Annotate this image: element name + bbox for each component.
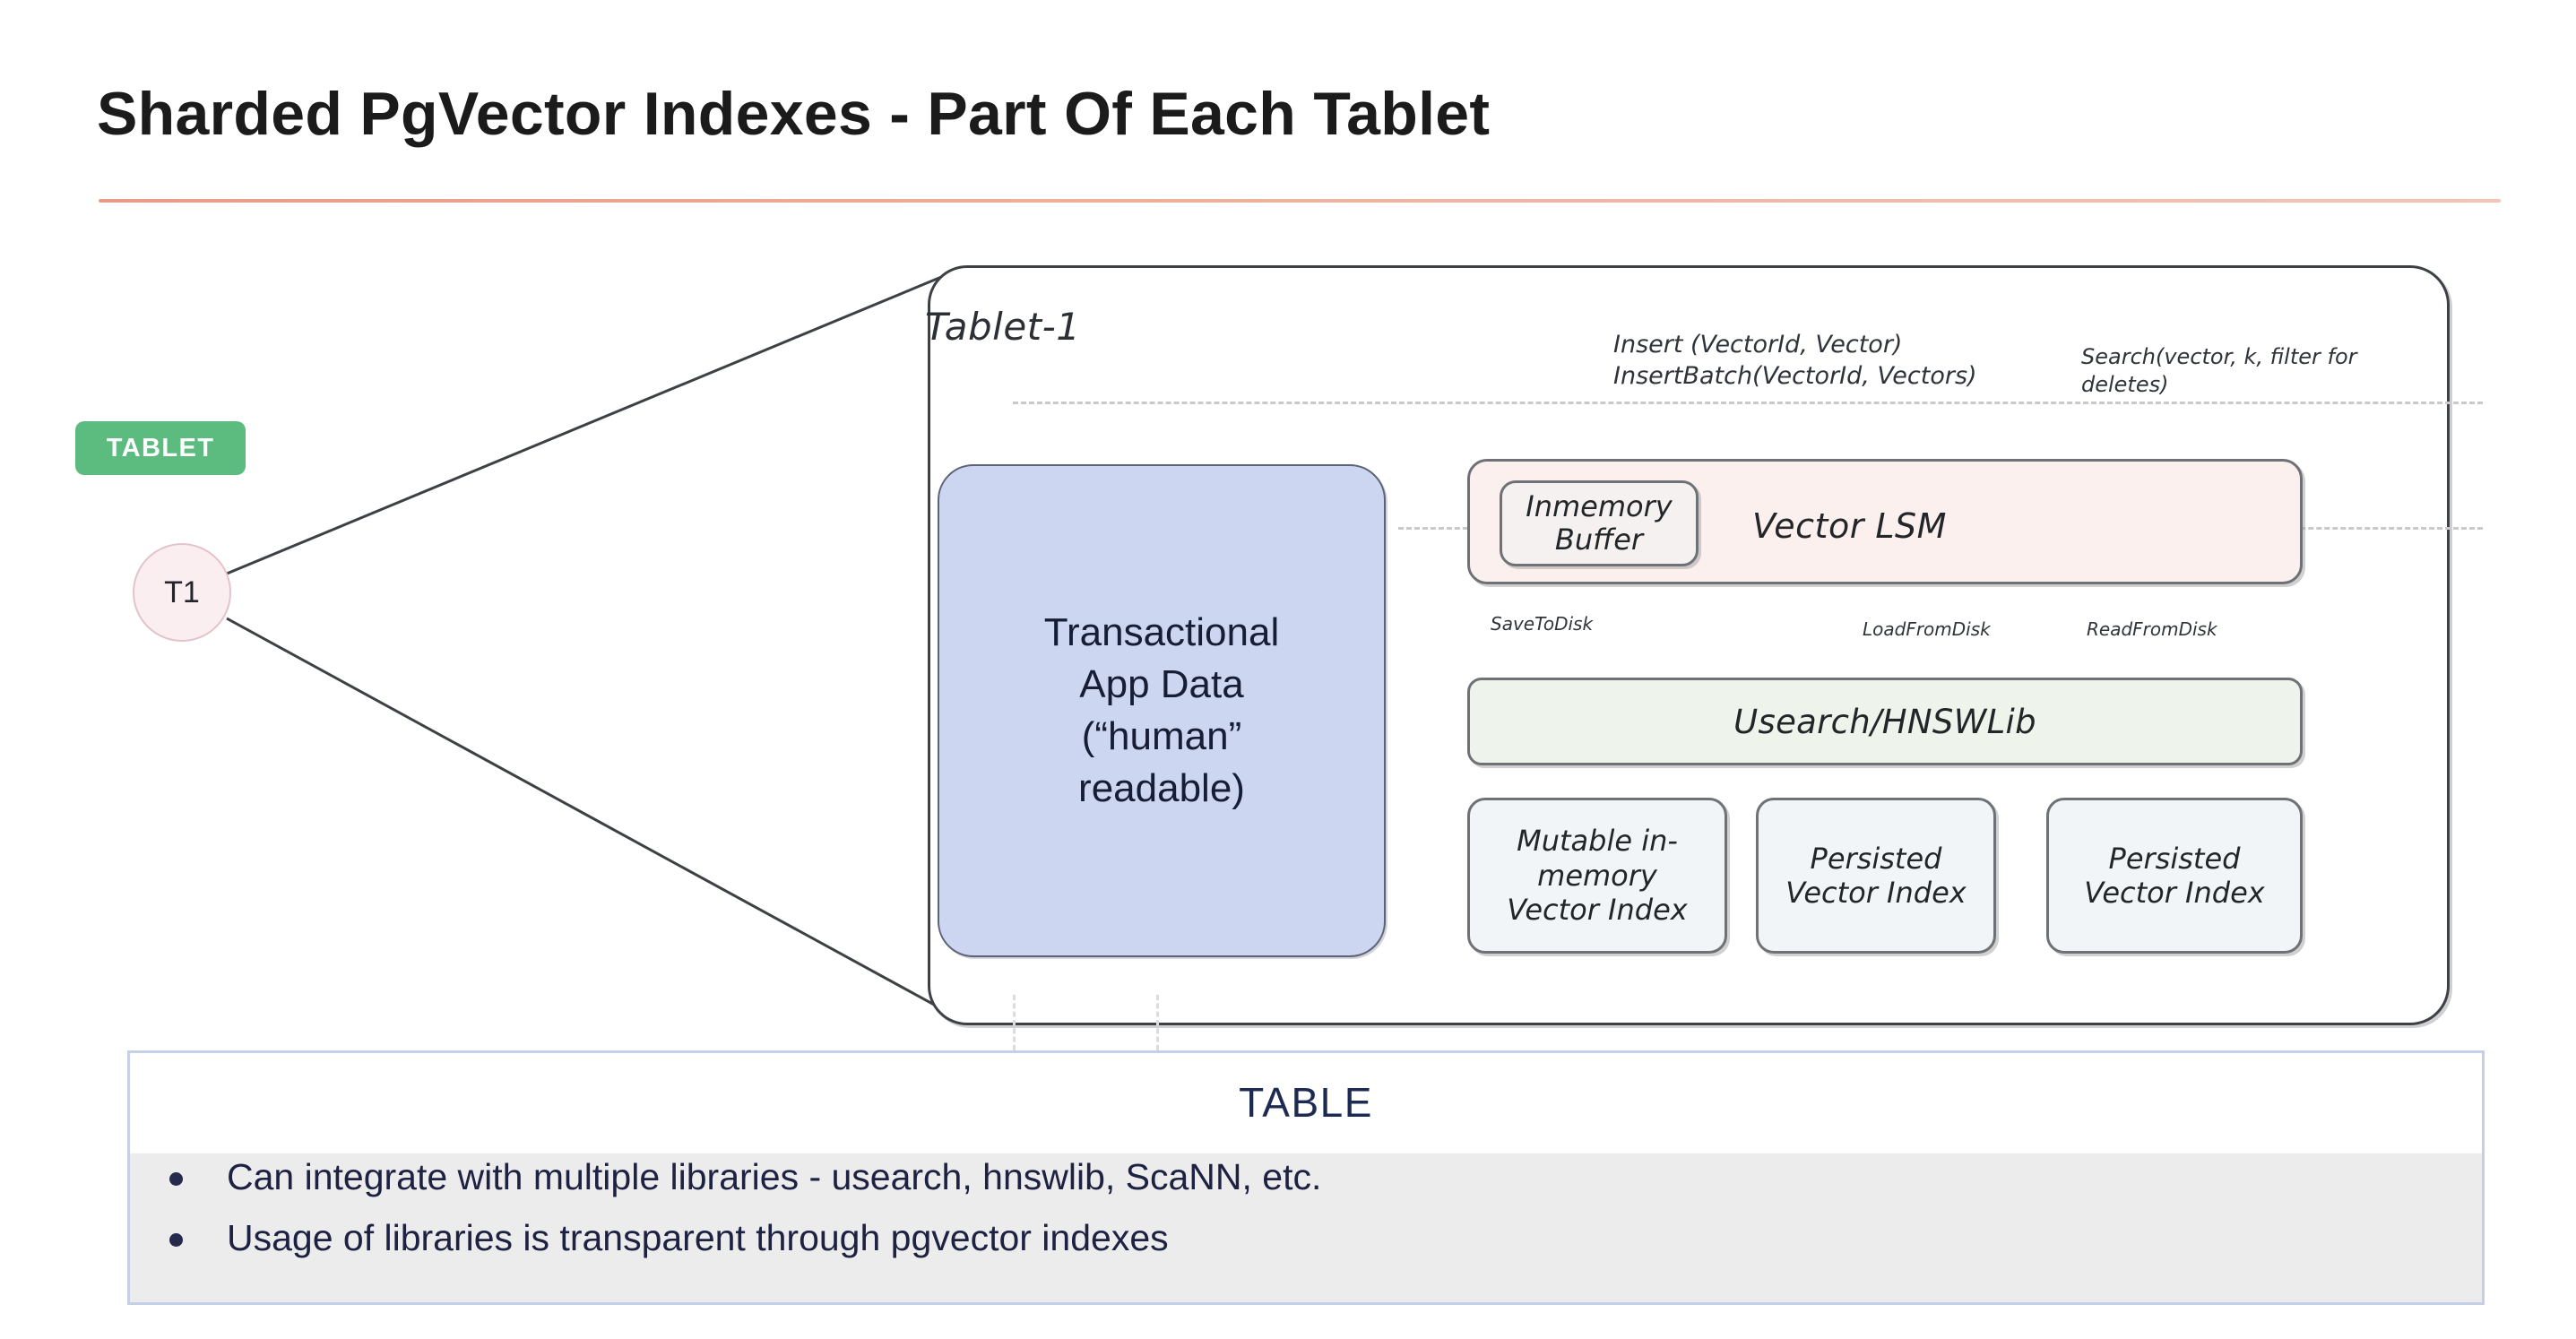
save-to-disk-label: SaveToDisk: [1491, 613, 1594, 635]
transactional-app-data-box: Transactional App Data (“human” readable…: [938, 464, 1386, 957]
table-bullet-list: Can integrate with multiple libraries - …: [157, 1156, 2218, 1278]
load-from-disk-label: LoadFromDisk: [1863, 618, 1991, 640]
inmemory-buffer-box: Inmemory Buffer: [1500, 480, 1699, 566]
dashed-guide-vertical-left: [1013, 995, 1016, 1050]
table-panel: TABLE: [127, 1050, 2485, 1305]
persisted-vector-index-box-2: Persisted Vector Index: [2046, 798, 2303, 954]
tablet-title-label: Tablet-1: [925, 305, 1081, 349]
table-panel-heading: TABLE: [1239, 1079, 1373, 1126]
page-title: Sharded PgVector Indexes - Part Of Each …: [97, 80, 1491, 148]
search-flow-label: Search(vector, k, filter for deletes): [2081, 344, 2357, 397]
vector-lsm-label: Vector LSM: [1752, 506, 1947, 546]
list-item: Usage of libraries is transparent throug…: [157, 1217, 2218, 1259]
persisted-vector-index-box-1: Persisted Vector Index: [1756, 798, 1996, 954]
mutable-inmemory-vector-index-box: Mutable in- memory Vector Index: [1467, 798, 1727, 954]
list-item: Can integrate with multiple libraries - …: [157, 1156, 2218, 1198]
tablet-badge-label: TABLET: [106, 433, 215, 462]
usearch-hnswlib-box: Usearch/HNSWLib: [1467, 678, 2303, 765]
table-bullets-background: [130, 1153, 2482, 1302]
shard-node-t1: T1: [133, 543, 231, 642]
transactional-app-data-label: Transactional App Data (“human” readable…: [1043, 609, 1280, 811]
insert-flow-label: Insert (VectorId, Vector) InsertBatch(Ve…: [1613, 331, 1977, 390]
read-from-disk-label: ReadFromDisk: [2087, 618, 2217, 640]
dashed-guide-vertical-right: [1156, 995, 1159, 1050]
tablet-legend-badge: TABLET: [75, 421, 246, 475]
dashed-guide-top: [1013, 402, 2483, 404]
shard-node-label: T1: [164, 574, 200, 609]
title-underline-rule: [99, 199, 2501, 203]
